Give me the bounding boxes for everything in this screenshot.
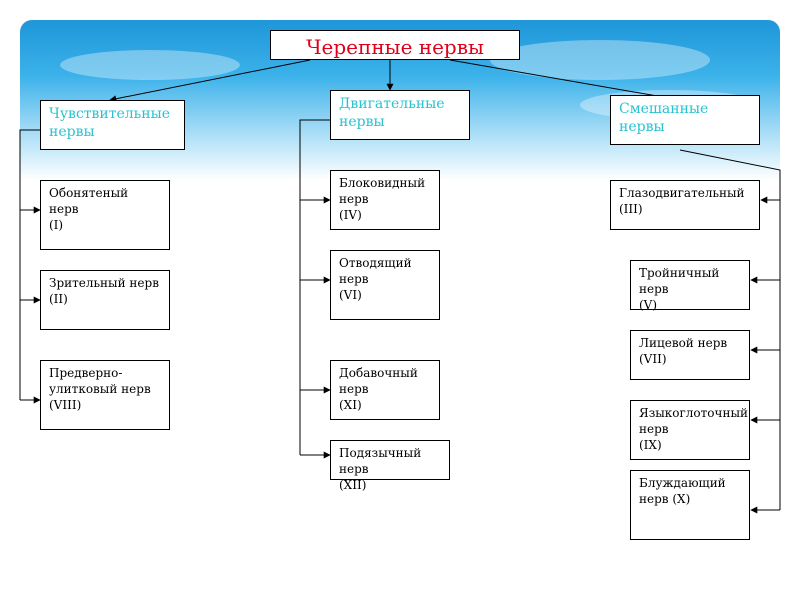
nerve-facial: Лицевой нерв (VII)	[630, 330, 750, 380]
nerve-oculomotor: Глазодвигательный (III)	[610, 180, 760, 230]
category-mixed: Смешанные нервы	[610, 95, 760, 145]
sensory-bracket	[19, 129, 40, 400]
nerve-trigeminal: Тройничный нерв (V)	[630, 260, 750, 312]
arrow-root-to-sensory	[109, 59, 311, 103]
category-sensory: Чувствительные нервы	[40, 100, 185, 150]
nerve-accessory: Добавочный нерв (XI)	[330, 360, 440, 420]
nerve-abducens: Отводящий нерв (VI)	[330, 250, 440, 320]
nerve-glossopharyngeal: Языкоглоточный нерв (IX)	[630, 400, 750, 460]
category-motor: Двигательные нервы	[330, 90, 470, 140]
cloud-decoration	[60, 50, 240, 80]
nerve-hypoglossal: Подязычный нерв (XII)	[330, 440, 450, 492]
nerve-vestibulocochlear: Предверно- улитковый нерв (VIII)	[40, 360, 170, 430]
nerve-optic: Зрительный нерв (II)	[40, 270, 170, 330]
root-node: Черепные нервы	[270, 30, 520, 60]
nerve-olfactory: Обонятеный нерв (I)	[40, 180, 170, 250]
arrow-root-to-mixed	[449, 59, 681, 103]
mixed-bracket	[679, 149, 781, 510]
nerve-vagus: Блуждающий нерв (X)	[630, 470, 750, 540]
nerve-trochlear: Блоковидный нерв (IV)	[330, 170, 440, 230]
motor-bracket	[299, 119, 330, 455]
